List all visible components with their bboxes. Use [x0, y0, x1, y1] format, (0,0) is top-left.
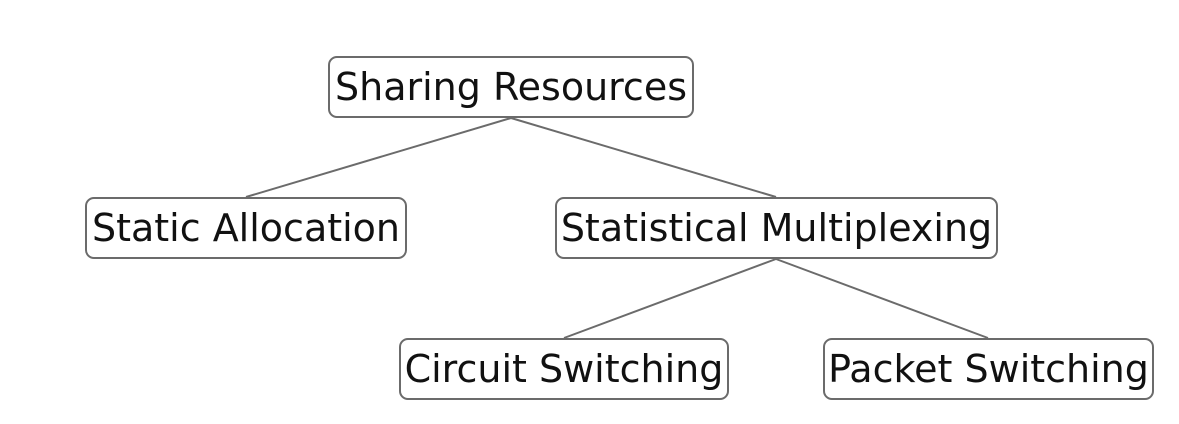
node-packet-switching: Packet Switching: [823, 338, 1154, 400]
node-label: Statistical Multiplexing: [560, 206, 993, 250]
node-label: Packet Switching: [828, 347, 1149, 391]
node-circuit-switching: Circuit Switching: [399, 338, 729, 400]
node-statistical-multiplexing: Statistical Multiplexing: [555, 197, 998, 259]
node-label: Sharing Resources: [334, 65, 688, 109]
node-sharing-resources: Sharing Resources: [328, 56, 694, 118]
node-label: Static Allocation: [91, 206, 401, 250]
node-label: Circuit Switching: [404, 347, 724, 391]
edge-root-static-allocation: [245, 117, 512, 198]
edge-statistical-multiplexing-circuit-switching: [563, 258, 777, 339]
edge-root-statistical-multiplexing: [510, 117, 777, 198]
node-static-allocation: Static Allocation: [85, 197, 407, 259]
edge-statistical-multiplexing-packet-switching: [775, 258, 989, 339]
